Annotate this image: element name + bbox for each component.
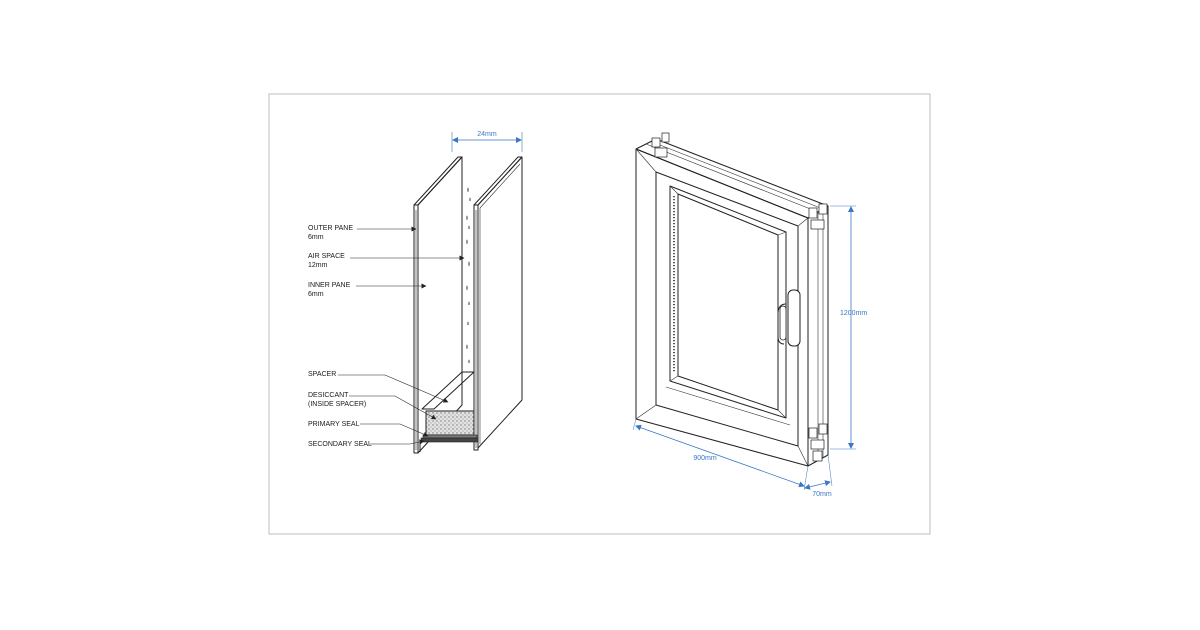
callout-secondary-seal-label: SECONDARY SEAL <box>308 441 372 448</box>
callout-desiccant-sub: (INSIDE SPACER) <box>308 401 366 408</box>
corner-profile-bottom-right <box>808 423 828 462</box>
callout-inner-pane: INNER PANE 6mm <box>308 282 427 298</box>
callout-desiccant-label: DESICCANT <box>308 392 349 399</box>
callout-air-space-label: AIR SPACE <box>308 253 345 260</box>
callout-outer-pane: OUTER PANE 6mm <box>308 225 417 241</box>
callout-primary-seal-label: PRIMARY SEAL <box>308 421 360 428</box>
drawing-border <box>268 93 931 535</box>
primary-seal <box>422 434 478 439</box>
callout-primary-seal: PRIMARY SEAL <box>308 421 429 437</box>
callout-secondary-seal: SECONDARY SEAL <box>308 439 425 448</box>
air-space-markers <box>465 187 471 364</box>
callout-spacer: SPACER <box>308 371 449 403</box>
callout-air-space-sub: 12mm <box>308 262 328 269</box>
outer-pane <box>413 156 463 454</box>
callout-inner-pane-label: INNER PANE <box>308 282 351 289</box>
depth-dimension-label: 70mm <box>812 491 832 498</box>
spacing-dimension-label: 24mm <box>477 131 497 138</box>
callout-air-space: AIR SPACE 12mm <box>308 253 465 269</box>
secondary-seal <box>420 437 479 443</box>
corner-profile-top-left <box>651 132 670 158</box>
depth-dimension: 70mm <box>804 454 833 498</box>
callout-outer-pane-label: OUTER PANE <box>308 225 353 232</box>
inner-pane <box>473 156 523 451</box>
width-dimension-label: 900mm <box>693 455 717 462</box>
desiccant <box>425 410 475 436</box>
callout-desiccant: DESICCANT (INSIDE SPACER) <box>308 392 437 420</box>
window-handle-icon <box>777 289 801 347</box>
height-dimension: 1200mm <box>830 205 867 450</box>
spacing-dimension: 24mm <box>451 131 523 152</box>
corner-profile-top-right <box>808 203 828 230</box>
height-dimension-label: 1200mm <box>840 310 867 317</box>
callout-outer-pane-sub: 6mm <box>308 234 324 241</box>
glazing-unit-drawing: 24mm OUTER PANE 6mm AIR SPACE 12mm INNER… <box>308 131 523 454</box>
callout-inner-pane-sub: 6mm <box>308 291 324 298</box>
callout-spacer-label: SPACER <box>308 371 336 378</box>
window-drawing: 1200mm 900mm 70mm <box>632 132 867 498</box>
